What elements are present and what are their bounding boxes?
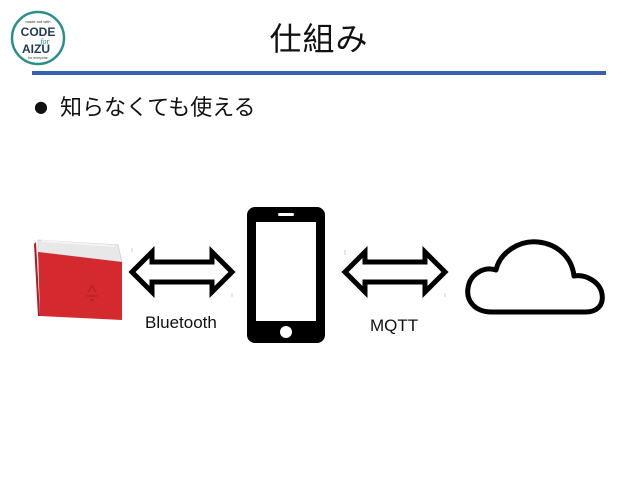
smartphone-icon xyxy=(247,207,325,343)
sensor-device-icon xyxy=(34,239,123,320)
page-title: 仕組み xyxy=(269,20,369,58)
logo-word-for: for xyxy=(40,37,50,46)
logo-top-text: made out with xyxy=(26,19,51,24)
code-for-aizu-logo: made out with CODE for AIZU for everyone xyxy=(10,10,66,66)
bullet-text: 知らなくても使える xyxy=(59,96,256,121)
title-divider xyxy=(32,71,606,75)
logo-bottom-text: for everyone xyxy=(28,56,48,60)
logo-word-aizu: AIZU xyxy=(22,42,50,56)
bluetooth-label: Bluetooth xyxy=(145,313,217,332)
mqtt-label: MQTT xyxy=(370,316,419,335)
mqtt-link-arrow xyxy=(341,245,449,299)
bluetooth-link-arrow xyxy=(128,245,236,299)
cloud-icon xyxy=(465,239,605,315)
bullet-item: ● 知らなくても使える xyxy=(34,90,256,122)
architecture-diagram xyxy=(34,207,605,343)
bullet-dot-icon: ● xyxy=(34,96,48,116)
logo-word-code: CODE xyxy=(21,25,56,39)
